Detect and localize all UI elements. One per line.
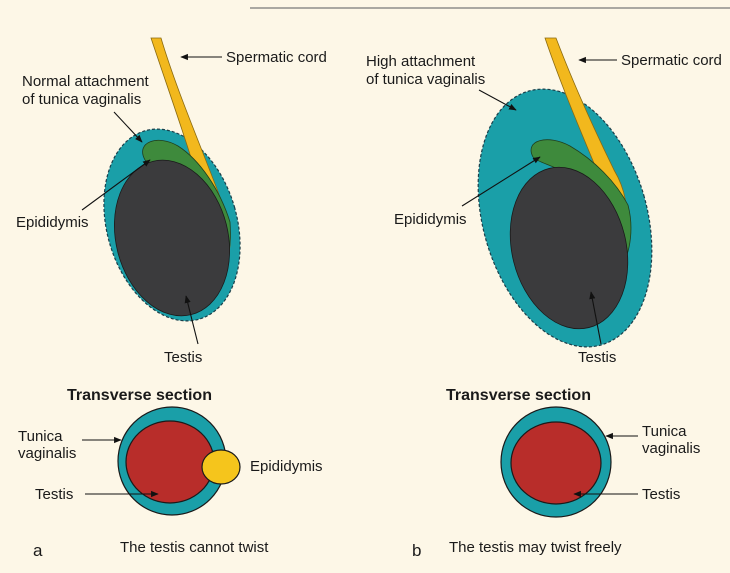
label-attachment-a-line2: of tunica vaginalis — [22, 91, 141, 108]
panel-letter-a: a — [33, 541, 43, 560]
section-title-b: Transverse section — [446, 387, 591, 404]
label-tunica-b-line2: vaginalis — [642, 440, 700, 457]
panel-b: Spermatic cord High attachment of tunica… — [366, 38, 722, 560]
label-tunica-a-line2: vaginalis — [18, 445, 76, 462]
label-testis-cross-a: Testis — [35, 486, 73, 503]
label-testis-a: Testis — [164, 349, 202, 366]
panel-a: Spermatic cord Normal attachment of tuni… — [16, 38, 327, 560]
caption-a: The testis cannot twist — [120, 539, 269, 556]
label-spermatic-cord-a: Spermatic cord — [226, 49, 327, 66]
label-tunica-a-line1: Tunica — [18, 428, 63, 445]
panel-letter-b: b — [412, 541, 421, 560]
label-testis-b: Testis — [578, 349, 616, 366]
label-tunica-b-line1: Tunica — [642, 423, 687, 440]
label-testis-cross-b: Testis — [642, 486, 680, 503]
section-title-a: Transverse section — [67, 387, 212, 404]
label-attachment-b-line1: High attachment — [366, 53, 476, 70]
label-epididymis-cross-a: Epididymis — [250, 458, 323, 475]
label-epididymis-b: Epididymis — [394, 211, 467, 228]
testis-cross-a — [126, 421, 214, 503]
label-epididymis-a: Epididymis — [16, 214, 89, 231]
label-spermatic-cord-b: Spermatic cord — [621, 52, 722, 69]
label-attachment-b-line2: of tunica vaginalis — [366, 71, 485, 88]
label-attachment-a-line1: Normal attachment — [22, 73, 150, 90]
caption-b: The testis may twist freely — [449, 539, 622, 556]
testis-cross-b — [511, 422, 601, 504]
arrow-attachment-a — [114, 112, 142, 142]
epididymis-cross-a — [202, 450, 240, 484]
